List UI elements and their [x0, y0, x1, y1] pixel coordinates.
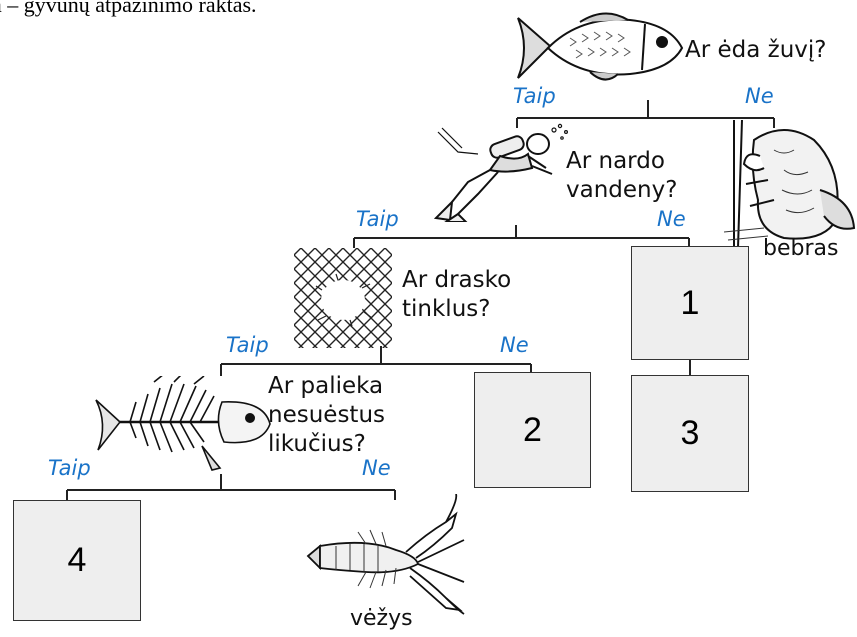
header-fragment: a – gyvūnų atpažinimo raktas.	[0, 0, 257, 17]
label-yes-eats-fish: Taip	[513, 84, 556, 108]
question-leaves-line2: nesuėstus	[268, 402, 385, 428]
label-no-eats-fish: Ne	[745, 84, 774, 108]
question-leaves-line3: likučius?	[268, 431, 366, 457]
label-yes-dives: Taip	[356, 207, 399, 231]
question-dives-line1: Ar nardo	[566, 148, 665, 174]
fish-skeleton-icon	[95, 376, 271, 471]
label-yes-tears: Taip	[226, 333, 269, 357]
answer-box-4[interactable]: 4	[13, 500, 141, 621]
answer-box-2-label: 2	[523, 410, 542, 449]
net-icon	[294, 248, 392, 348]
answer-box-3-label: 3	[680, 414, 700, 452]
fish-icon	[517, 12, 684, 81]
answer-box-4-label: 4	[67, 541, 87, 579]
answer-box-1[interactable]: 1	[631, 246, 749, 360]
animal-beaver: bebras	[763, 236, 839, 261]
answer-box-1-label: 1	[680, 283, 700, 322]
label-no-tears: Ne	[500, 333, 529, 357]
answer-box-2[interactable]: 2	[474, 372, 591, 488]
question-tears-line1: Ar drasko	[402, 267, 512, 293]
crayfish-icon	[306, 494, 465, 615]
label-no-leaves: Ne	[362, 456, 391, 480]
animal-crayfish: vėžys	[350, 606, 413, 631]
question-eats-fish: Ar ėda žuvį?	[685, 37, 827, 63]
beaver-icon	[724, 120, 856, 249]
diver-icon	[433, 123, 569, 222]
answer-box-3[interactable]: 3	[631, 375, 749, 492]
label-yes-leaves: Taip	[48, 456, 91, 480]
question-dives-line2: vandeny?	[566, 177, 678, 203]
question-tears-line2: tinklus?	[402, 296, 491, 322]
label-no-dives: Ne	[657, 207, 686, 231]
question-leaves-line1: Ar palieka	[268, 373, 384, 399]
